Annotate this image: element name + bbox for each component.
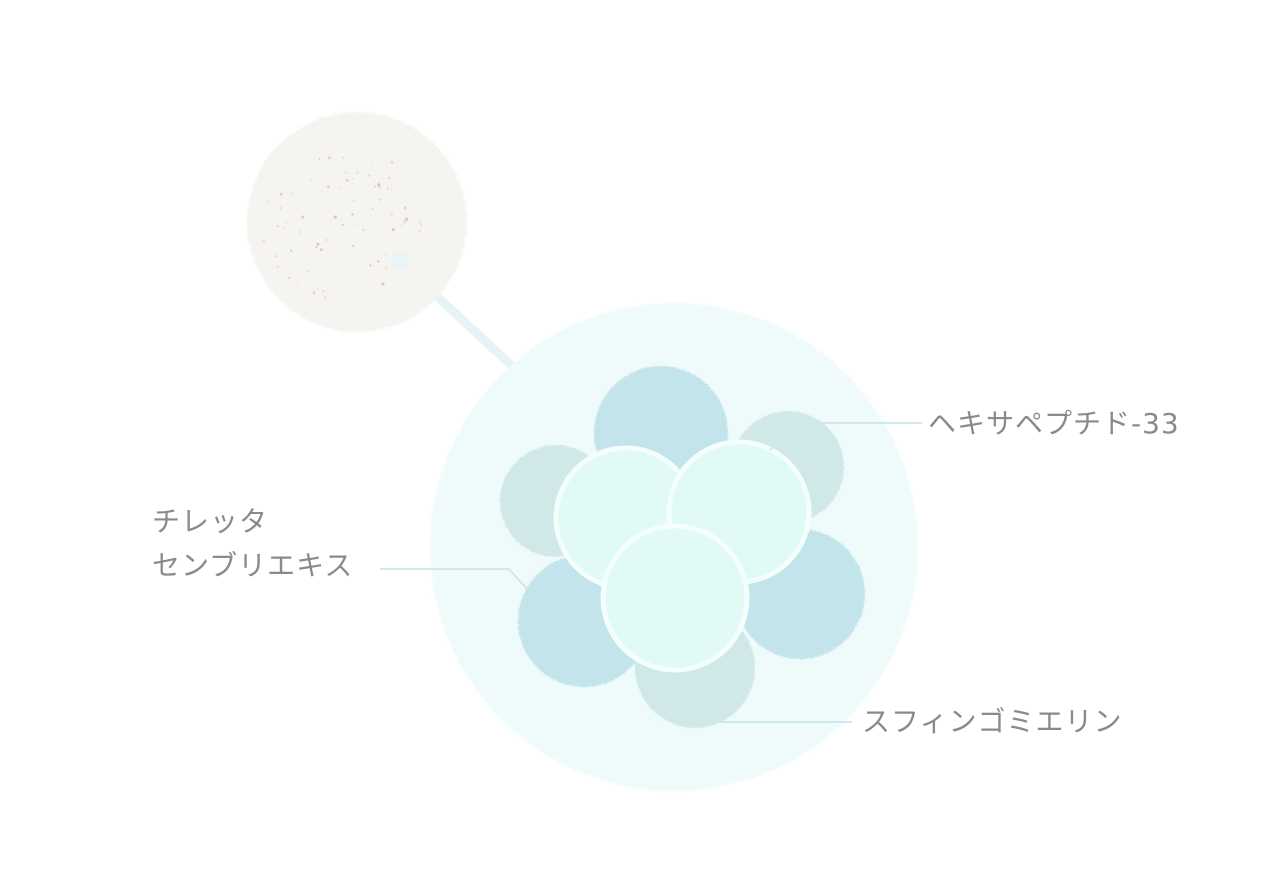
droplet-speckle (385, 267, 387, 270)
label-sphingomyelin-text: スフィンゴミエリン (862, 705, 1123, 738)
droplet-speckle (333, 215, 337, 219)
leader-line-sphingomyelin (703, 707, 852, 723)
droplet-speckle (342, 157, 344, 159)
droplet-speckle (337, 187, 340, 189)
droplet-speckle (276, 177, 279, 180)
droplet-speckle (327, 156, 332, 160)
leader-line-chiretta (380, 568, 529, 591)
droplet-speckle (352, 199, 355, 201)
droplet-speckle (326, 185, 330, 189)
droplet-speckle (374, 185, 377, 188)
droplet-speckle (390, 188, 393, 190)
droplet-speckle (418, 221, 421, 224)
droplet-speckle (403, 220, 406, 223)
label-hexapeptide-text: ヘキサペプチド-33 (928, 407, 1180, 440)
droplet-speckle (390, 161, 394, 164)
droplet-speckle (299, 231, 302, 233)
droplet-speckle (352, 244, 355, 247)
droplet-speckle (369, 264, 372, 267)
droplet-speckle (306, 269, 309, 272)
droplet-speckle (284, 221, 287, 224)
inner-spheres (553, 439, 812, 673)
label-chiretta-line2: センブリエキス (152, 549, 354, 582)
droplet-speckle (290, 249, 293, 252)
droplet-speckle (291, 192, 294, 195)
droplet-speckle (385, 253, 387, 255)
droplet-speckle (325, 239, 328, 241)
inner-sphere-bottom (600, 523, 750, 673)
droplet-speckle (288, 276, 291, 279)
droplet-speckle (387, 176, 390, 179)
droplet-speckle (378, 198, 381, 201)
droplet-speckle (356, 171, 359, 175)
droplet-speckle (323, 296, 327, 300)
droplet-speckle (413, 197, 415, 199)
droplet-speckle (283, 227, 286, 229)
droplet-speckle (276, 265, 279, 268)
droplet-speckle (390, 212, 393, 216)
droplet-speckle (297, 281, 299, 283)
droplet-speckle (356, 224, 358, 226)
droplet-speckle (386, 187, 389, 190)
droplet-speckle (381, 282, 385, 286)
droplet-speckle (322, 290, 325, 292)
droplet-speckle (310, 179, 312, 182)
droplet-speckle (266, 201, 269, 203)
droplet-speckle (377, 183, 381, 187)
label-hexapeptide-33: ヘキサペプチド-33 (928, 402, 1180, 446)
droplet-speckle (371, 208, 374, 211)
droplet-speckle (279, 206, 282, 210)
droplet-speckle (301, 215, 305, 219)
droplet-speckle (279, 192, 283, 196)
droplet-speckle (351, 213, 354, 216)
droplet-speckle (262, 239, 266, 243)
droplet-speckle (368, 174, 371, 177)
serum-droplet (247, 112, 467, 332)
droplet-speckle (351, 178, 354, 180)
droplet-speckle (318, 158, 321, 160)
droplet-speckle (275, 254, 278, 258)
droplet-speckle (312, 291, 316, 295)
droplet-speckle (403, 206, 407, 210)
droplet-speckle (405, 217, 409, 221)
droplet-speckle (362, 228, 365, 232)
droplet-speckle (316, 242, 320, 246)
droplet-speckle (344, 171, 347, 174)
droplet-speckle (378, 186, 381, 189)
droplet-speckle (345, 178, 349, 182)
droplet-speckle (370, 161, 373, 163)
leader-line-hexapeptide (769, 422, 922, 451)
droplet-speckles (262, 156, 423, 300)
droplet-speckle (276, 225, 279, 228)
droplet-speckle (400, 224, 403, 226)
droplet-speckle (317, 288, 319, 290)
droplet-speckle (319, 248, 323, 252)
droplet-speckle (420, 223, 423, 226)
droplet-speckle (391, 228, 395, 232)
droplet-speckle (377, 260, 380, 263)
droplet-speckle (418, 229, 422, 233)
label-swertia-chirata-extract: チレッタ センブリエキス (152, 500, 353, 588)
droplet-speckle (341, 223, 344, 227)
label-sphingomyelin: スフィンゴミエリン (862, 700, 1122, 744)
droplet-speckle (315, 246, 318, 249)
label-chiretta-line1: チレッタ (152, 505, 269, 538)
